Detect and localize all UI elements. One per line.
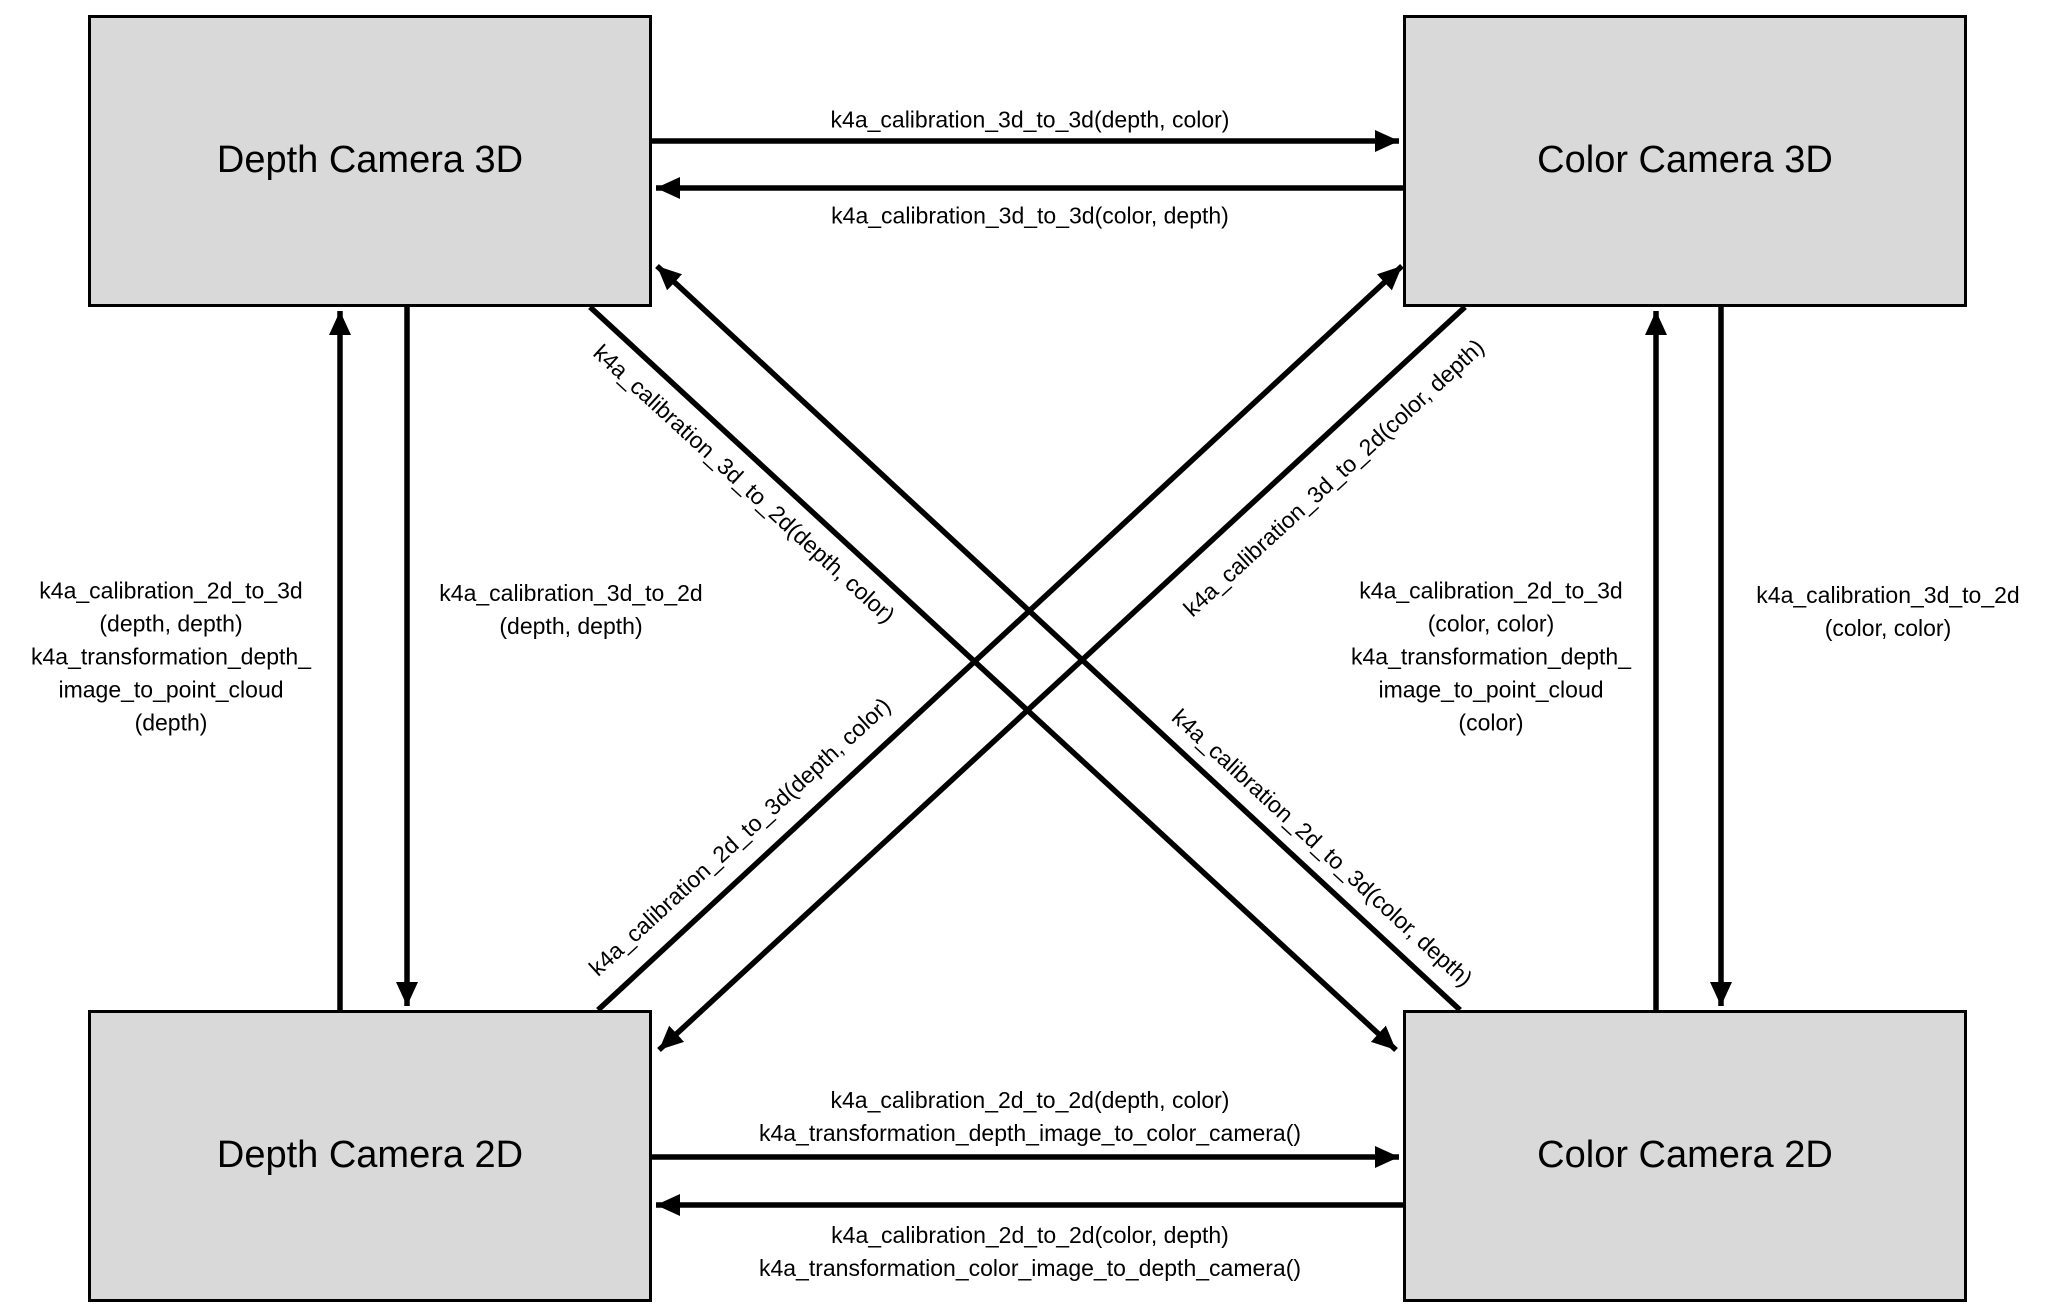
- arrow-diag-depth2d-to-color3d: [596, 263, 1404, 1013]
- node-depth-camera-2d-label: Depth Camera 2D: [216, 1134, 524, 1177]
- label-right-3d-to-2d: k4a_calibration_3d_to_2d (color, color): [1756, 582, 2020, 641]
- node-depth-camera-3d-label: Depth Camera 3D: [216, 139, 524, 182]
- node-color-camera-2d-label: Color Camera 2D: [1537, 1134, 1833, 1177]
- label-left-2d-to-3d: k4a_calibration_2d_to_3d (depth, depth) …: [30, 577, 312, 736]
- arrow-diag-color3d-to-depth2d: [657, 304, 1467, 1053]
- label-left-3d-to-2d: k4a_calibration_3d_to_2d (depth, depth): [439, 580, 703, 639]
- node-depth-camera-3d: Depth Camera 3D: [88, 15, 652, 307]
- label-right-2d-to-3d: k4a_calibration_2d_to_3d (color, color) …: [1350, 577, 1632, 736]
- node-color-camera-2d: Color Camera 2D: [1403, 1010, 1967, 1302]
- label-2d2d-color-depth: k4a_calibration_2d_to_2d(color, depth) k…: [758, 1222, 1302, 1281]
- arrow-diag-color2d-to-depth3d: [655, 263, 1462, 1013]
- node-color-camera-3d-label: Color Camera 3D: [1537, 139, 1833, 182]
- label-3d3d-color-depth: k4a_calibration_3d_to_3d(color, depth): [831, 202, 1229, 229]
- node-depth-camera-2d: Depth Camera 2D: [88, 1010, 652, 1302]
- label-3d3d-depth-color: k4a_calibration_3d_to_3d(depth, color): [830, 106, 1230, 133]
- node-color-camera-3d: Color Camera 3D: [1403, 15, 1967, 307]
- label-2d2d-depth-color: k4a_calibration_2d_to_2d(depth, color) k…: [758, 1087, 1302, 1146]
- arrow-diag-depth3d-to-color2d: [588, 304, 1398, 1053]
